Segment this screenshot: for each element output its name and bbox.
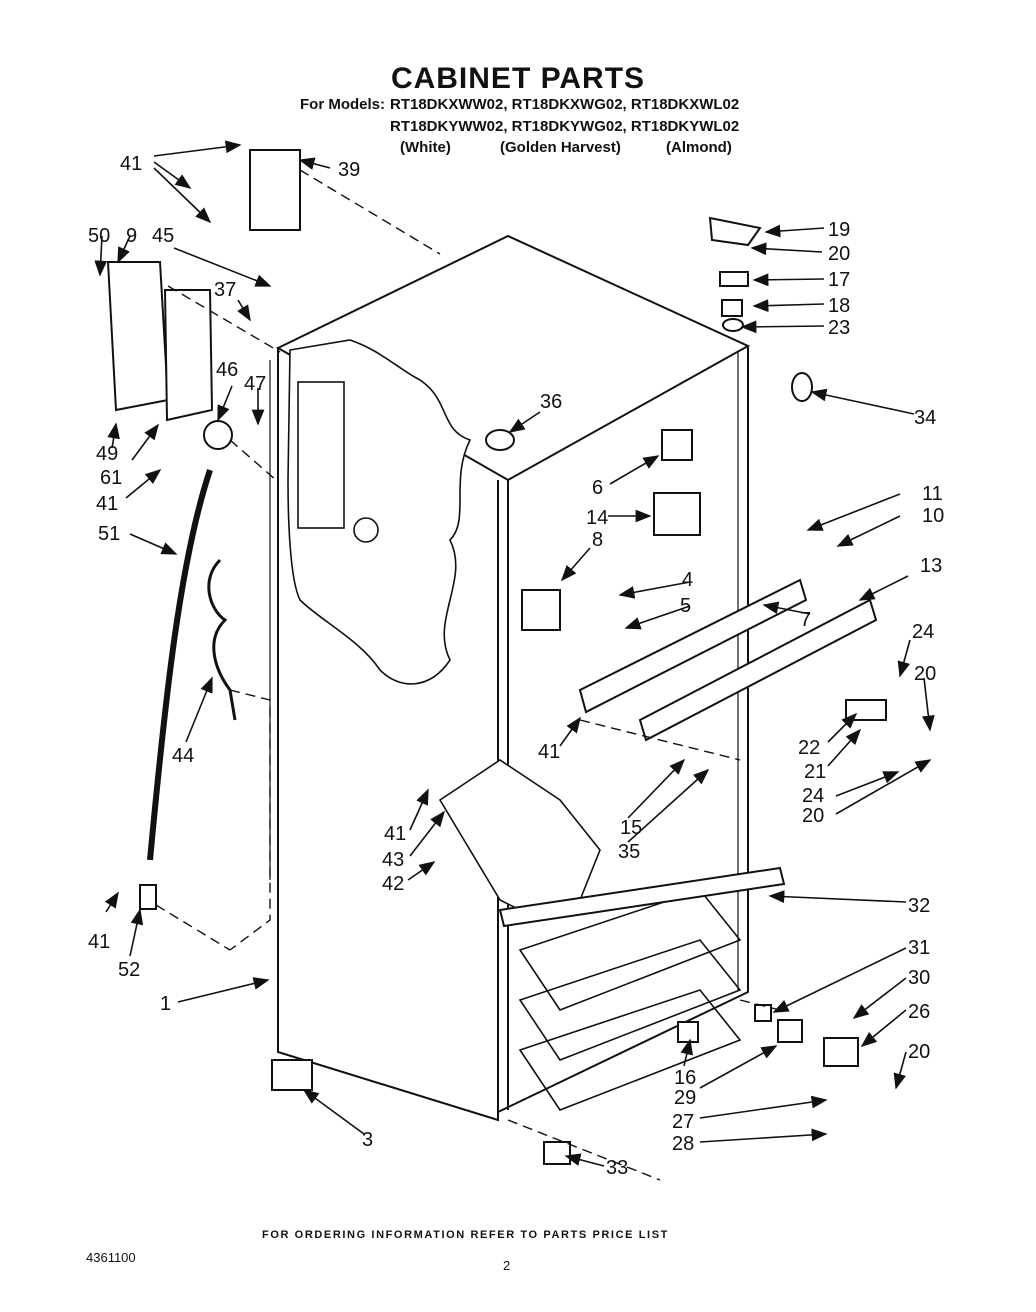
callout-41: 41 (538, 741, 560, 763)
callout-9: 9 (126, 225, 137, 247)
callout-3: 3 (362, 1129, 373, 1151)
callout-leader-lines (94, 140, 935, 1167)
callout-27: 27 (672, 1111, 694, 1133)
models-label: For Models: (300, 96, 385, 113)
callout-29: 29 (674, 1087, 696, 1109)
callout-15: 15 (620, 817, 642, 839)
callout-6: 6 (592, 477, 603, 499)
color-almond: (Almond) (666, 139, 732, 156)
callout-23: 23 (828, 317, 850, 339)
callout-21: 21 (804, 761, 826, 783)
callout-13: 13 (920, 555, 942, 577)
callout-61: 61 (100, 467, 122, 489)
callout-7: 7 (800, 609, 811, 631)
assembly-dashed-lines (155, 169, 781, 1181)
callout-20: 20 (914, 663, 936, 685)
callout-46: 46 (216, 359, 238, 381)
crisper-frame (438, 759, 742, 1111)
document-number: 4361100 (86, 1250, 136, 1265)
callout-36: 36 (540, 391, 562, 413)
cutaway-back-wall (287, 339, 472, 685)
models-line-2: RT18DKYWW02, RT18DKYWG02, RT18DKYWL02 (390, 118, 740, 135)
callout-1: 1 (160, 993, 171, 1015)
callout-24: 24 (912, 621, 934, 643)
callout-50: 50 (88, 225, 110, 247)
callout-24: 24 (802, 785, 824, 807)
callout-35: 35 (618, 841, 640, 863)
callout-45: 45 (152, 225, 174, 247)
callout-32: 32 (908, 895, 930, 917)
callout-14: 14 (586, 507, 608, 529)
callout-42: 42 (382, 873, 404, 895)
callout-41: 41 (384, 823, 406, 845)
part-drawing-left (106, 149, 301, 910)
callout-11: 11 (922, 483, 943, 505)
callout-39: 39 (338, 159, 360, 181)
ordering-footer: FOR ORDERING INFORMATION REFER TO PARTS … (262, 1229, 669, 1241)
models-line-1: RT18DKXWW02, RT18DKXWG02, RT18DKXWL02 (390, 96, 740, 113)
callout-44: 44 (172, 745, 194, 767)
callout-33: 33 (606, 1157, 628, 1179)
callout-28: 28 (672, 1133, 694, 1155)
callout-18: 18 (828, 295, 850, 317)
callout-47: 47 (244, 373, 266, 395)
callout-5: 5 (680, 595, 691, 617)
callout-10: 10 (922, 505, 944, 527)
callout-43: 43 (382, 849, 404, 871)
callout-20: 20 (802, 805, 824, 827)
page-number: 2 (503, 1258, 511, 1273)
callout-17: 17 (828, 269, 850, 291)
callout-41: 41 (88, 931, 110, 953)
callout-22: 22 (798, 737, 820, 759)
callout-41: 41 (96, 493, 118, 515)
callout-8: 8 (592, 529, 603, 551)
callout-19: 19 (828, 219, 850, 241)
callout-41: 41 (120, 153, 142, 175)
color-golden-harvest: (Golden Harvest) (500, 139, 621, 156)
callout-26: 26 (908, 1001, 930, 1023)
callout-31: 31 (908, 937, 930, 959)
page-title: CABINET PARTS (390, 62, 646, 95)
callout-37: 37 (214, 279, 236, 301)
callout-51: 51 (98, 523, 120, 545)
color-white: (White) (400, 139, 451, 156)
callout-20: 20 (828, 243, 850, 265)
callout-34: 34 (914, 407, 936, 429)
callout-30: 30 (908, 967, 930, 989)
part-drawing-right (271, 216, 887, 1165)
callout-4: 4 (682, 569, 693, 591)
callout-52: 52 (118, 959, 140, 981)
callout-20: 20 (908, 1041, 930, 1063)
callout-49: 49 (96, 443, 118, 465)
callout-16: 16 (674, 1067, 696, 1089)
